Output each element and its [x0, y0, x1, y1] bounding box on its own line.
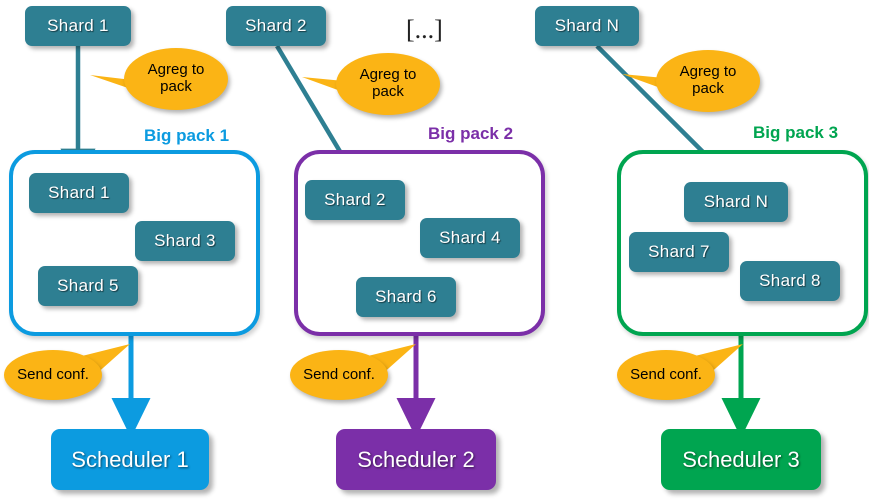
pack-2-shard-6[interactable]: Shard 6 — [356, 277, 456, 317]
pack-2-shard-4[interactable]: Shard 4 — [420, 218, 520, 258]
agreg-callout-3-bubble: Agreg to pack — [656, 50, 760, 112]
send-callout-1: Send conf. — [4, 342, 134, 400]
pack-1-label: Big pack 1 — [144, 126, 230, 145]
top-shard-1-label: Shard 1 — [47, 16, 109, 35]
scheduler-2[interactable]: Scheduler 2 — [336, 429, 496, 490]
agreg-callout-1-line2: pack — [160, 78, 192, 95]
pack-1-shard-1[interactable]: Shard 1 — [29, 173, 129, 213]
agreg-callout-2-line1: Agreg to — [359, 66, 417, 84]
ellipsis-marker: [...] — [406, 15, 443, 44]
pack-2-shard-6-label: Shard 6 — [375, 287, 437, 306]
send-callout-1-bubble: Send conf. — [4, 350, 102, 400]
send-callout-3-bubble: Send conf. — [617, 350, 715, 400]
top-shard-2-label: Shard 2 — [245, 16, 307, 35]
send-callout-3: Send conf. — [617, 342, 747, 400]
pack-1-shard-5-label: Shard 5 — [57, 276, 119, 295]
pack-2-label: Big pack 2 — [428, 124, 514, 143]
agreg-callout-3-line1: Agreg to — [679, 63, 737, 81]
pack-3-shard-7-label: Shard 7 — [648, 242, 710, 261]
agreg-callout-2: Agreg to pack — [300, 53, 440, 115]
pack-3-label: Big pack 3 — [753, 123, 839, 142]
agreg-callout-1: Agreg to pack — [88, 48, 228, 110]
pack-1-shard-3-label: Shard 3 — [154, 231, 216, 250]
agreg-callout-3: Agreg to pack — [620, 50, 760, 112]
agreg-callout-1-line1: Agreg to — [147, 61, 205, 79]
top-shard-2[interactable]: Shard 2 — [226, 6, 326, 46]
pack-3-shard-n[interactable]: Shard N — [684, 182, 788, 222]
pack-1-shard-5[interactable]: Shard 5 — [38, 266, 138, 306]
pack-1-shard-3[interactable]: Shard 3 — [135, 221, 235, 261]
pack-3-shard-7[interactable]: Shard 7 — [629, 232, 729, 272]
pack-2-shard-2[interactable]: Shard 2 — [305, 180, 405, 220]
agreg-callout-3-line2: pack — [692, 80, 724, 97]
agreg-callout-2-bubble: Agreg to pack — [336, 53, 440, 115]
pack-3-shard-8-label: Shard 8 — [759, 271, 821, 290]
top-shard-n-label: Shard N — [554, 16, 620, 35]
send-callout-3-text: Send conf. — [630, 365, 702, 383]
top-shard-n[interactable]: Shard N — [535, 6, 639, 46]
agreg-callout-1-bubble: Agreg to pack — [124, 48, 228, 110]
agreg-callout-2-line2: pack — [372, 83, 404, 100]
pack-2-shard-4-label: Shard 4 — [439, 228, 501, 247]
pack-2-shard-2-label: Shard 2 — [324, 190, 386, 209]
pack-3-shard-n-label: Shard N — [703, 192, 769, 211]
scheduler-3[interactable]: Scheduler 3 — [661, 429, 821, 490]
send-callout-1-text: Send conf. — [17, 365, 89, 383]
scheduler-2-label: Scheduler 2 — [357, 446, 475, 472]
send-callout-2-text: Send conf. — [303, 365, 375, 383]
send-callout-2-bubble: Send conf. — [290, 350, 388, 400]
send-callout-2: Send conf. — [290, 342, 420, 400]
scheduler-1-label: Scheduler 1 — [71, 446, 189, 472]
pack-1-shard-1-label: Shard 1 — [48, 183, 110, 202]
top-shard-1[interactable]: Shard 1 — [25, 6, 131, 46]
scheduler-1[interactable]: Scheduler 1 — [51, 429, 209, 490]
agreg-callout-1-tail — [90, 75, 134, 90]
pack-3-shard-8[interactable]: Shard 8 — [740, 261, 840, 301]
scheduler-3-label: Scheduler 3 — [682, 446, 800, 472]
